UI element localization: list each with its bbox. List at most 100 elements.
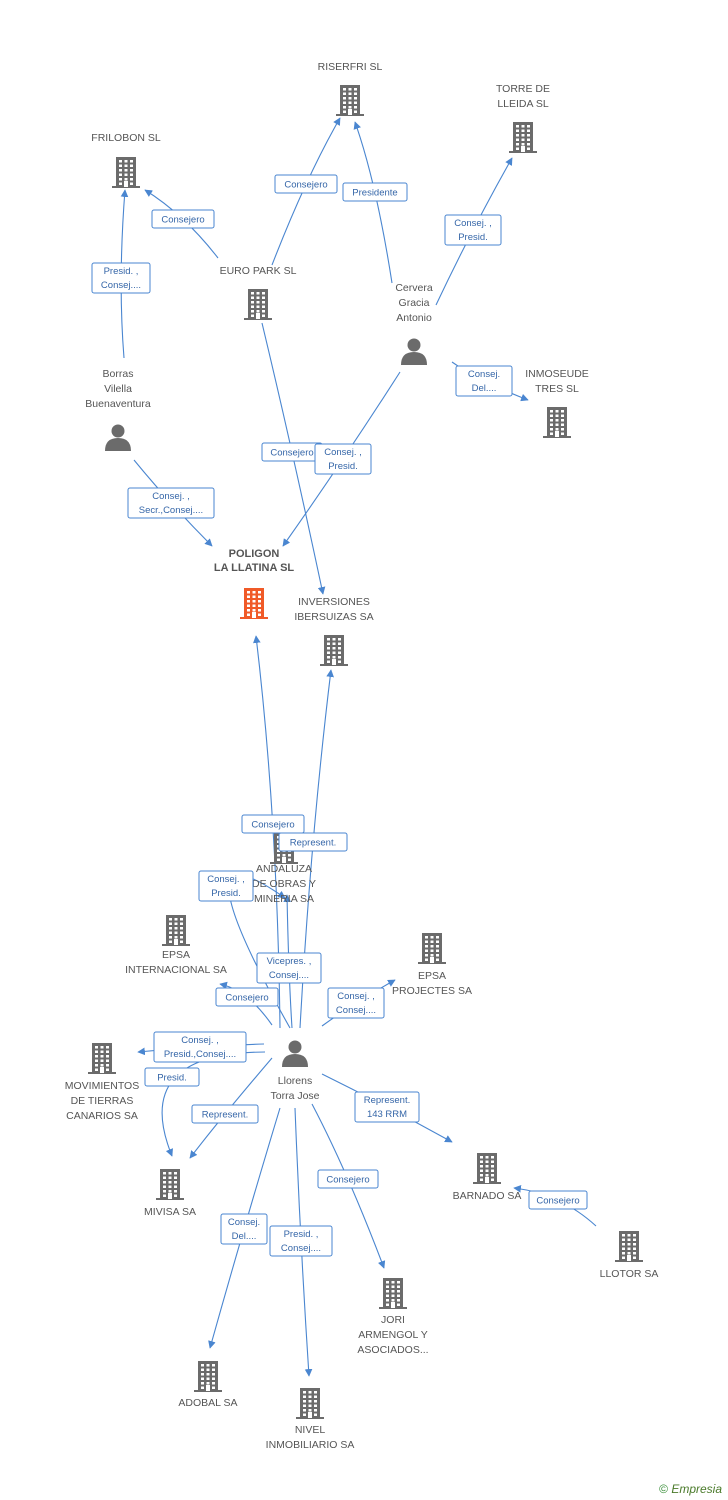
node-label-line: FRILOBON SL — [91, 132, 161, 144]
edge-label-line: Consej. , — [152, 491, 190, 502]
node-label-line: Torra Jose — [270, 1090, 319, 1102]
building-icon — [112, 157, 140, 188]
edge-label-cervera-to-poligon[interactable]: Consej. ,Presid. — [314, 443, 372, 475]
building-icon — [320, 635, 348, 666]
edge-label-line: 143 RRM — [367, 1109, 407, 1120]
node-label-line: Buenaventura — [85, 398, 151, 410]
edge-label-line: Secr.,Consej.... — [139, 505, 203, 516]
node-label-line: MIVISA SA — [144, 1206, 196, 1218]
edge-label-llorens-to-movimientos[interactable]: Consej. ,Presid.,Consej.... — [153, 1031, 247, 1063]
node-adobal[interactable]: ADOBAL SA — [178, 1361, 238, 1409]
edge-label-llorens-to-epsaint[interactable]: Consejero — [215, 987, 279, 1007]
edge-label-llorens-to-adobal[interactable]: Consej.Del.... — [220, 1213, 268, 1245]
building-icon — [244, 289, 272, 320]
edge-label-line: Presid. , — [104, 266, 139, 277]
edge-label-llorens-to-ibersuizas[interactable]: Represent. — [278, 832, 348, 852]
edge-label-llorens-to-barnado[interactable]: Represent.143 RRM — [354, 1091, 420, 1123]
node-label-line: Gracia — [399, 297, 430, 309]
node-inmoseude[interactable]: INMOSEUDE TRES SL — [525, 368, 589, 438]
node-torre[interactable]: TORRE DE LLEIDA SL — [496, 83, 550, 153]
node-riserfri[interactable]: RISERFRI SL — [318, 61, 383, 116]
node-label-line: LLEIDA SL — [497, 98, 549, 110]
node-label-line: LLOTOR SA — [600, 1268, 659, 1280]
node-label-line: TORRE DE — [496, 83, 550, 95]
edge-label-line: Presid. — [328, 461, 358, 472]
building-icon — [418, 933, 446, 964]
edge-label-europark-to-riserfri[interactable]: Consejero — [274, 174, 338, 194]
node-label-line: ARMENGOL Y — [358, 1329, 427, 1341]
node-barnado[interactable]: BARNADO SA — [453, 1153, 522, 1202]
edge-label-borras-to-poligon[interactable]: Consej. , Secr.,Consej.... — [127, 487, 215, 519]
edge-label-line: Presidente — [352, 188, 397, 199]
edge-label-europark-to-frilobon[interactable]: Consejero — [151, 209, 215, 229]
edge-label-line: Consej.... — [101, 280, 141, 291]
edge-label-llorens-to-jori[interactable]: Consejero — [317, 1169, 379, 1189]
node-mivisa[interactable]: MIVISA SA — [144, 1169, 196, 1218]
edge-label-llorens-to-mivisa[interactable]: Presid. — [144, 1067, 200, 1087]
edge-label-line: Del.... — [232, 1231, 257, 1242]
edge-label-line: Represent. — [290, 838, 336, 849]
node-label-line: TRES SL — [535, 383, 579, 395]
building-icon — [509, 122, 537, 153]
node-jori[interactable]: JORI ARMENGOL Y ASOCIADOS... — [357, 1278, 429, 1356]
edge-label-line: Consejero — [536, 1196, 579, 1207]
node-label-line: Borras — [103, 368, 134, 380]
edge-label-line: Consejero — [326, 1175, 369, 1186]
edge-label-llotor-to-barnado[interactable]: Consejero — [528, 1190, 588, 1210]
node-label-line: PROJECTES SA — [392, 985, 472, 997]
edge-label-line: Consej.... — [281, 1243, 321, 1254]
building-icon — [194, 1361, 222, 1392]
node-epsaproj[interactable]: EPSA PROJECTES SA — [392, 933, 472, 997]
building-icon — [543, 407, 571, 438]
node-label-line: ASOCIADOS... — [357, 1344, 428, 1356]
edge-label-line: Consejero — [161, 215, 204, 226]
building-icon — [379, 1278, 407, 1309]
edge-label-line: Consej. , — [181, 1035, 219, 1046]
node-label-line: INMOSEUDE — [525, 368, 589, 380]
edge-cervera-to-riserfri — [353, 121, 393, 284]
edge-label-line: Del.... — [472, 383, 497, 394]
node-label-line: ADOBAL SA — [178, 1397, 237, 1409]
edge-label-cervera-to-inmoseude[interactable]: Consej. Del.... — [455, 365, 513, 397]
building-icon — [88, 1043, 116, 1074]
node-label-line: INTERNACIONAL SA — [125, 964, 227, 976]
edge-label-cervera-to-riserfri[interactable]: Presidente — [342, 182, 408, 202]
node-label-line: JORI — [381, 1314, 405, 1326]
node-frilobon[interactable]: FRILOBON SL — [91, 132, 161, 188]
edge-label-llorens-to-nivel[interactable]: Presid. ,Consej.... — [269, 1225, 333, 1257]
node-label-line: CANARIOS SA — [66, 1110, 138, 1122]
edge-label-line: Consej. , — [454, 218, 492, 229]
brand-logo-text: Empresia — [671, 1482, 722, 1496]
edge-label-llorens-to-epsaproj[interactable]: Consej. ,Consej.... — [327, 987, 385, 1019]
edge-label-llorens-to-andaluza[interactable]: Vicepres. ,Consej.... — [256, 952, 322, 984]
node-label-line: EPSA — [418, 970, 446, 982]
edge-label-line: Consej. , — [337, 991, 375, 1002]
edge-label-llorens-to-andaluza[interactable]: Consej. ,Presid. — [198, 870, 254, 902]
node-label-line: BARNADO SA — [453, 1190, 522, 1202]
edge-label-cervera-to-torre[interactable]: Consej. ,Presid. — [444, 214, 502, 246]
edge-label-europark-to-ibersuizas[interactable]: Consejero — [261, 442, 323, 462]
node-europark[interactable]: EURO PARK SL — [220, 265, 297, 320]
edge-label-borras-to-frilobon[interactable]: Presid. , Consej.... — [91, 262, 151, 294]
node-label-line: POLIGON — [229, 548, 280, 560]
node-label-line: IBERSUIZAS SA — [294, 611, 373, 623]
building-icon — [473, 1153, 501, 1184]
node-label-line: DE TIERRAS — [71, 1095, 134, 1107]
edge-label-llorens-to-mivisa[interactable]: Represent. — [191, 1104, 259, 1124]
edge-label-llorens-to-poligon[interactable]: Consejero — [241, 814, 305, 834]
building-icon — [615, 1231, 643, 1262]
edge-label-line: Consej. — [468, 369, 500, 380]
edge-label-line: Vicepres. , — [267, 956, 312, 967]
node-llotor[interactable]: LLOTOR SA — [600, 1231, 659, 1280]
nodes-layer: RISERFRI SL TORRE DE LLEIDA SL FRILOBON SL E… — [65, 61, 659, 1451]
